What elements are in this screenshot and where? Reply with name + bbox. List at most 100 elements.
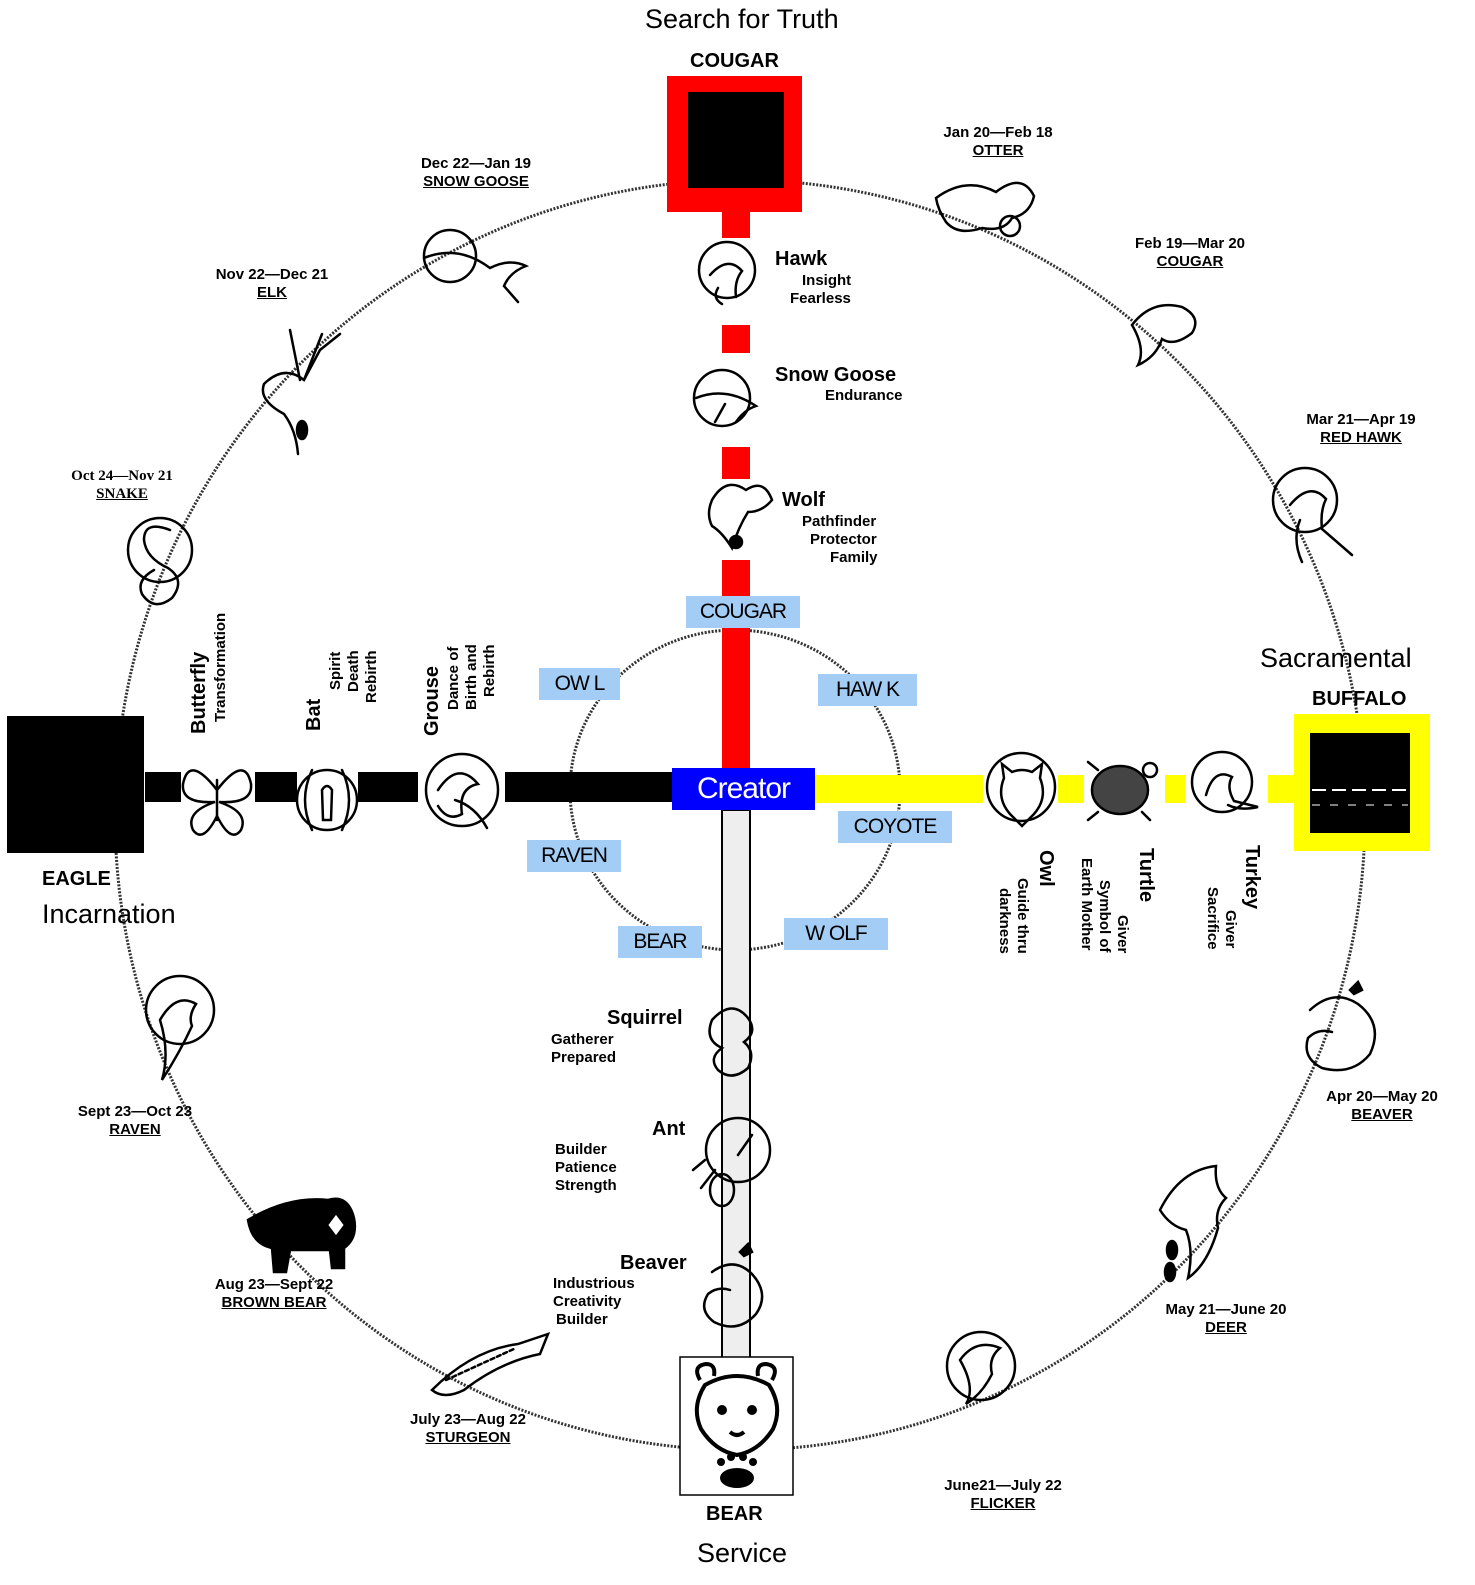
west-path-trait: Dance of <box>445 646 462 710</box>
zodiac-raven: Sept 23—Oct 23 RAVEN <box>66 1103 204 1139</box>
west-path-trait: Death <box>345 650 362 692</box>
zodiac-animal: SNAKE <box>96 486 148 502</box>
zodiac-animal: ELK <box>257 284 287 301</box>
north-path <box>722 210 750 770</box>
creator-label: Creator <box>696 772 791 805</box>
zodiac-deer: May 21—June 20 DEER <box>1153 1301 1299 1337</box>
zodiac-animal: BEAVER <box>1351 1106 1413 1123</box>
zodiac-dates: June21—July 22 <box>944 1477 1062 1494</box>
zodiac-dates: Dec 22—Jan 19 <box>420 155 532 172</box>
zodiac-animal: RED HAWK <box>1320 429 1402 446</box>
zodiac-otter: Jan 20—Feb 18 OTTER <box>930 124 1066 160</box>
north-path-name-wolf: Wolf <box>782 489 825 511</box>
south-animal-label: BEAR <box>706 1503 763 1525</box>
zodiac-animal: COUGAR <box>1156 253 1224 270</box>
east-path-name-turtle: Turtle <box>1135 848 1157 903</box>
south-title: Service <box>697 1538 788 1568</box>
east-title: Sacramental <box>1260 643 1412 673</box>
creator-box <box>672 768 815 810</box>
south-path-trait: Gatherer <box>551 1031 614 1048</box>
west-path-trait: Birth and <box>463 644 480 710</box>
west-path-trait: Transformation <box>212 612 229 722</box>
zodiac-animal: DEER <box>1205 1319 1247 1336</box>
north-title: Search for Truth <box>645 4 839 34</box>
north-path-name-snow-goose: Snow Goose <box>775 364 897 386</box>
south-path-trait: Patience <box>555 1159 617 1176</box>
zodiac-beaver: Apr 20—May 20 BEAVER <box>1318 1088 1446 1124</box>
east-animal-label: BUFFALO <box>1312 688 1407 710</box>
zodiac-animal: STURGEON <box>425 1429 511 1446</box>
north-path-trait: Protector <box>810 531 877 548</box>
south-path-trait: Builder <box>556 1311 608 1328</box>
bear-icon <box>694 1361 780 1458</box>
zodiac-dates: Mar 21—Apr 19 <box>1306 411 1416 428</box>
north-path-trait: Pathfinder <box>802 513 877 530</box>
zodiac-brown-bear: Aug 23—Sept 22 BROWN BEAR <box>200 1276 348 1312</box>
zodiac-dates: Feb 19—Mar 20 <box>1134 235 1246 252</box>
south-path <box>721 809 751 1361</box>
east-path-trait: Giver <box>1114 915 1131 954</box>
south-path-trait: Creativity <box>553 1293 622 1310</box>
inner-label-coyote: COYOTE <box>838 811 952 843</box>
inner-label-raven: RAVEN <box>527 840 621 872</box>
zodiac-cougar: Feb 19—Mar 20 COUGAR <box>1120 235 1260 271</box>
east-path <box>815 775 1298 803</box>
zodiac-dates: Aug 23—Sept 22 <box>214 1276 334 1293</box>
north-animal-label: COUGAR <box>690 50 779 72</box>
west-path-name-bat: Bat <box>303 698 325 731</box>
inner-label-owl: OW L <box>539 668 620 700</box>
inner-label-wolf: W OLF <box>784 918 888 950</box>
south-path-name-beaver: Beaver <box>620 1252 687 1274</box>
south-path-trait: Industrious <box>553 1275 635 1292</box>
zodiac-dates: Apr 20—May 20 <box>1326 1088 1438 1105</box>
east-path-name-owl: Owl <box>1035 850 1057 887</box>
north-path-trait: Endurance <box>825 387 903 404</box>
zodiac-animal: SNOW GOOSE <box>423 173 529 190</box>
north-path-trait: Fearless <box>790 290 851 307</box>
south-path-trait: Prepared <box>551 1049 617 1066</box>
zodiac-dates: Oct 24—Nov 21 <box>71 468 173 484</box>
zodiac-dates: Jan 20—Feb 18 <box>943 124 1053 141</box>
north-path-name-hawk: Hawk <box>775 248 828 270</box>
inner-label-hawk: HAW K <box>818 674 917 706</box>
south-path-trait: Builder <box>555 1141 607 1158</box>
west-animal-label: EAGLE <box>42 868 111 890</box>
zodiac-snake: Oct 24—Nov 21 SNAKE <box>58 467 186 503</box>
east-path-trait: Earth Mother <box>1078 858 1095 951</box>
zodiac-animal: RAVEN <box>109 1121 161 1138</box>
zodiac-animal: FLICKER <box>970 1495 1036 1512</box>
north-path-trait: Insight <box>802 272 852 289</box>
zodiac-animal: OTTER <box>972 142 1024 159</box>
west-path <box>145 772 675 802</box>
zodiac-animal: BROWN BEAR <box>221 1294 327 1311</box>
zodiac-red-hawk: Mar 21—Apr 19 RED HAWK <box>1293 411 1429 447</box>
zodiac-elk: Nov 22—Dec 21 ELK <box>204 266 340 302</box>
zodiac-dates: Sept 23—Oct 23 <box>77 1103 193 1120</box>
zodiac-snow-goose: Dec 22—Jan 19 SNOW GOOSE <box>406 155 546 191</box>
east-path-trait: Guide thru <box>1014 878 1031 954</box>
west-path-trait: Rebirth <box>481 644 498 698</box>
west-eagle-box <box>7 716 144 853</box>
zodiac-dates: Nov 22—Dec 21 <box>215 266 329 283</box>
west-title: Incarnation <box>42 899 176 929</box>
south-path-name-squirrel: Squirrel <box>607 1007 683 1029</box>
east-path-trait: Giver <box>1222 910 1239 949</box>
zodiac-sturgeon: July 23—Aug 22 STURGEON <box>398 1411 538 1447</box>
south-path-name-ant: Ant <box>652 1118 686 1140</box>
east-path-name-turkey: Turkey <box>1241 845 1263 910</box>
zodiac-dates: July 23—Aug 22 <box>410 1411 526 1428</box>
south-path-trait: Strength <box>555 1177 617 1194</box>
east-path-trait: Symbol of <box>1096 880 1113 953</box>
paw-print-icon <box>717 1453 757 1488</box>
north-path-trait: Family <box>830 549 878 566</box>
east-path-trait: Sacrifice <box>1204 887 1221 950</box>
inner-label-bear: BEAR <box>618 926 702 958</box>
west-path-trait: Rebirth <box>363 650 380 704</box>
west-path-trait: Spirit <box>327 651 344 690</box>
inner-label-cougar: COUGAR <box>686 596 800 628</box>
west-path-name-grouse: Grouse <box>421 665 443 736</box>
east-path-trait: darkness <box>996 888 1013 954</box>
west-path-name-butterfly: Butterfly <box>188 651 210 734</box>
zodiac-dates: May 21—June 20 <box>1165 1301 1287 1318</box>
